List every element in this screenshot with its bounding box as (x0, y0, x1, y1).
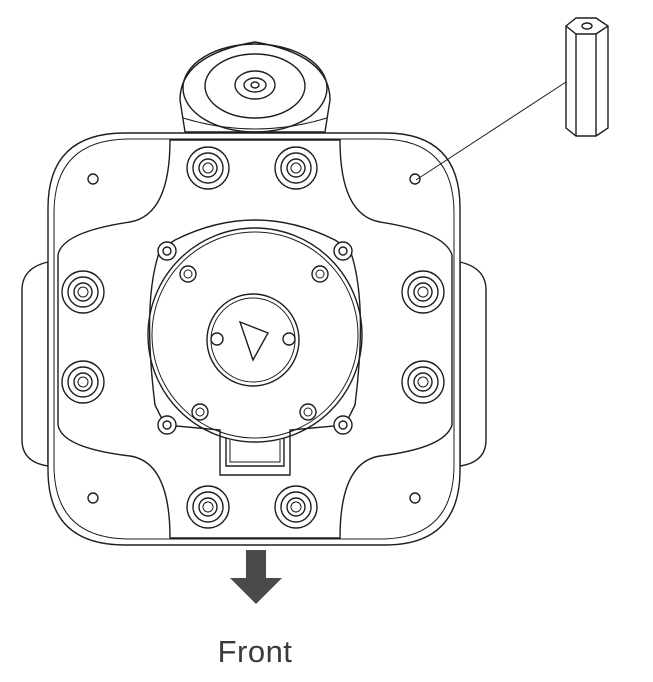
bolt (61, 360, 105, 404)
hex-standoff-icon (415, 17, 609, 181)
bolt (274, 485, 318, 529)
front-label: Front (217, 634, 293, 669)
corner-holes (87, 173, 421, 504)
bolt (186, 146, 230, 190)
left-side-tab (21, 261, 49, 467)
raised-cross (57, 139, 453, 539)
direction-triangle-icon (238, 320, 270, 362)
bolt (61, 270, 105, 314)
bolt (401, 270, 445, 314)
bolt (401, 360, 445, 404)
bolt-holes (61, 146, 445, 529)
top-knob (179, 41, 331, 133)
right-side-tab (459, 261, 487, 467)
center-mount (147, 219, 363, 476)
bolt (186, 485, 230, 529)
down-arrow-icon (230, 550, 282, 604)
bolt (274, 146, 318, 190)
